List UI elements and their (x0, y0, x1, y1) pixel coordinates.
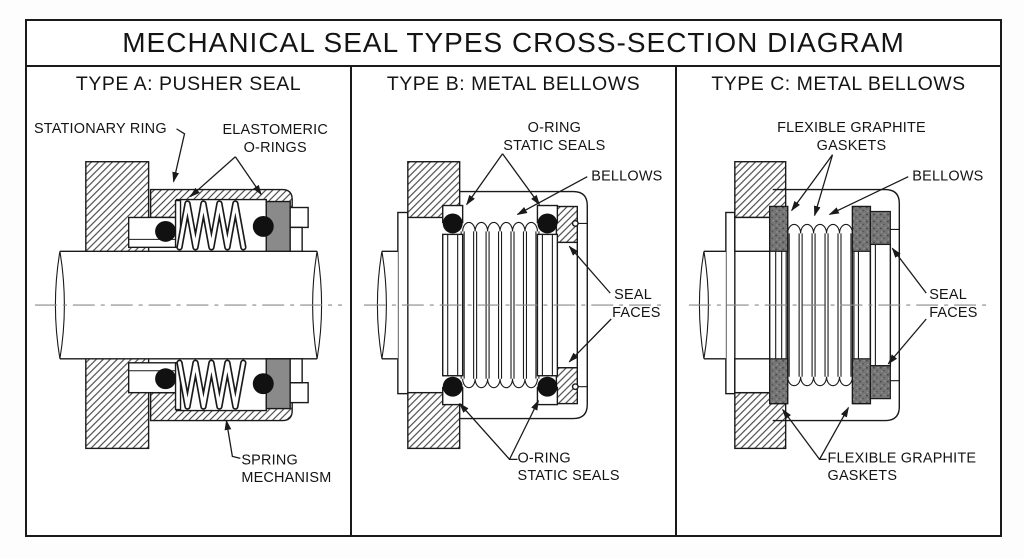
label-elastomeric-line1: ELASTOMERIC (222, 122, 328, 138)
label-seal-line2: FACES (929, 305, 977, 321)
label-spring-line2: MECHANISM (241, 470, 331, 486)
label-gasket-top-line2: GASKETS (817, 138, 887, 154)
label-spring-line1: SPRING (241, 452, 298, 468)
label-gasket-bottom-line2: GASKETS (828, 468, 898, 484)
panel-row: TYPE A: PUSHER SEAL (27, 67, 1000, 535)
label-oring-top-line1: O-RING (528, 120, 581, 136)
label-gasket-bottom-line1: FLEXIBLE GRAPHITE (828, 450, 977, 466)
bellows-collars (442, 204, 559, 406)
panel-c-drawing: FLEXIBLE GRAPHITE GASKETS BELLOWS SEAL F… (688, 120, 989, 484)
panel-b-header: TYPE B: METAL BELLOWS (386, 72, 641, 95)
panel-type-c: TYPE C: METAL BELLOWS (677, 67, 1000, 535)
label-gasket-top-line1: FLEXIBLE GRAPHITE (777, 120, 926, 136)
label-seal-line2: FACES (612, 305, 660, 321)
label-bellows: BELLOWS (912, 169, 983, 185)
panel-c-header: TYPE C: METAL BELLOWS (711, 72, 966, 95)
seal-faces (869, 210, 900, 400)
label-oring-bottom-line2: STATIC SEALS (517, 468, 619, 484)
label-stationary-ring: STATIONARY RING (34, 121, 167, 137)
panel-a-header: TYPE A: PUSHER SEAL (75, 72, 302, 95)
title-bar: MECHANICAL SEAL TYPES CROSS-SECTION DIAG… (27, 21, 1000, 67)
o-ring-static-seals (442, 213, 558, 397)
spring (176, 200, 247, 410)
label-bellows: BELLOWS (591, 169, 662, 185)
panel-type-b: TYPE B: METAL BELLOWS (350, 67, 677, 535)
panel-b-annotations: O-RING STATIC SEALS BELLOWS SEAL FACES O… (459, 120, 662, 484)
seal-holder-bracket (459, 190, 588, 420)
panel-c-annotations: FLEXIBLE GRAPHITE GASKETS BELLOWS SEAL F… (777, 120, 983, 484)
panel-a-drawing: STATIONARY RING ELASTOMERIC O-RINGS SPRI… (34, 121, 343, 486)
panel-b-drawing: O-RING STATIC SEALS BELLOWS SEAL FACES O… (363, 120, 664, 484)
figure-title: MECHANICAL SEAL TYPES CROSS-SECTION DIAG… (122, 27, 905, 58)
label-oring-top-line2: STATIC SEALS (503, 138, 605, 154)
gland-plate (149, 188, 293, 422)
drive-pin (571, 219, 588, 391)
elastomeric-o-rings (155, 215, 274, 395)
label-seal-line1: SEAL (929, 287, 967, 303)
label-oring-bottom-line1: O-RING (517, 450, 570, 466)
panel-type-a: TYPE A: PUSHER SEAL (27, 67, 350, 535)
rotating-seal-face (265, 200, 309, 410)
label-seal-line1: SEAL (614, 287, 652, 303)
label-elastomeric-line2: O-RINGS (244, 140, 307, 156)
figure-frame: MECHANICAL SEAL TYPES CROSS-SECTION DIAG… (25, 19, 1002, 537)
panel-a-annotations: STATIONARY RING ELASTOMERIC O-RINGS SPRI… (34, 121, 331, 486)
